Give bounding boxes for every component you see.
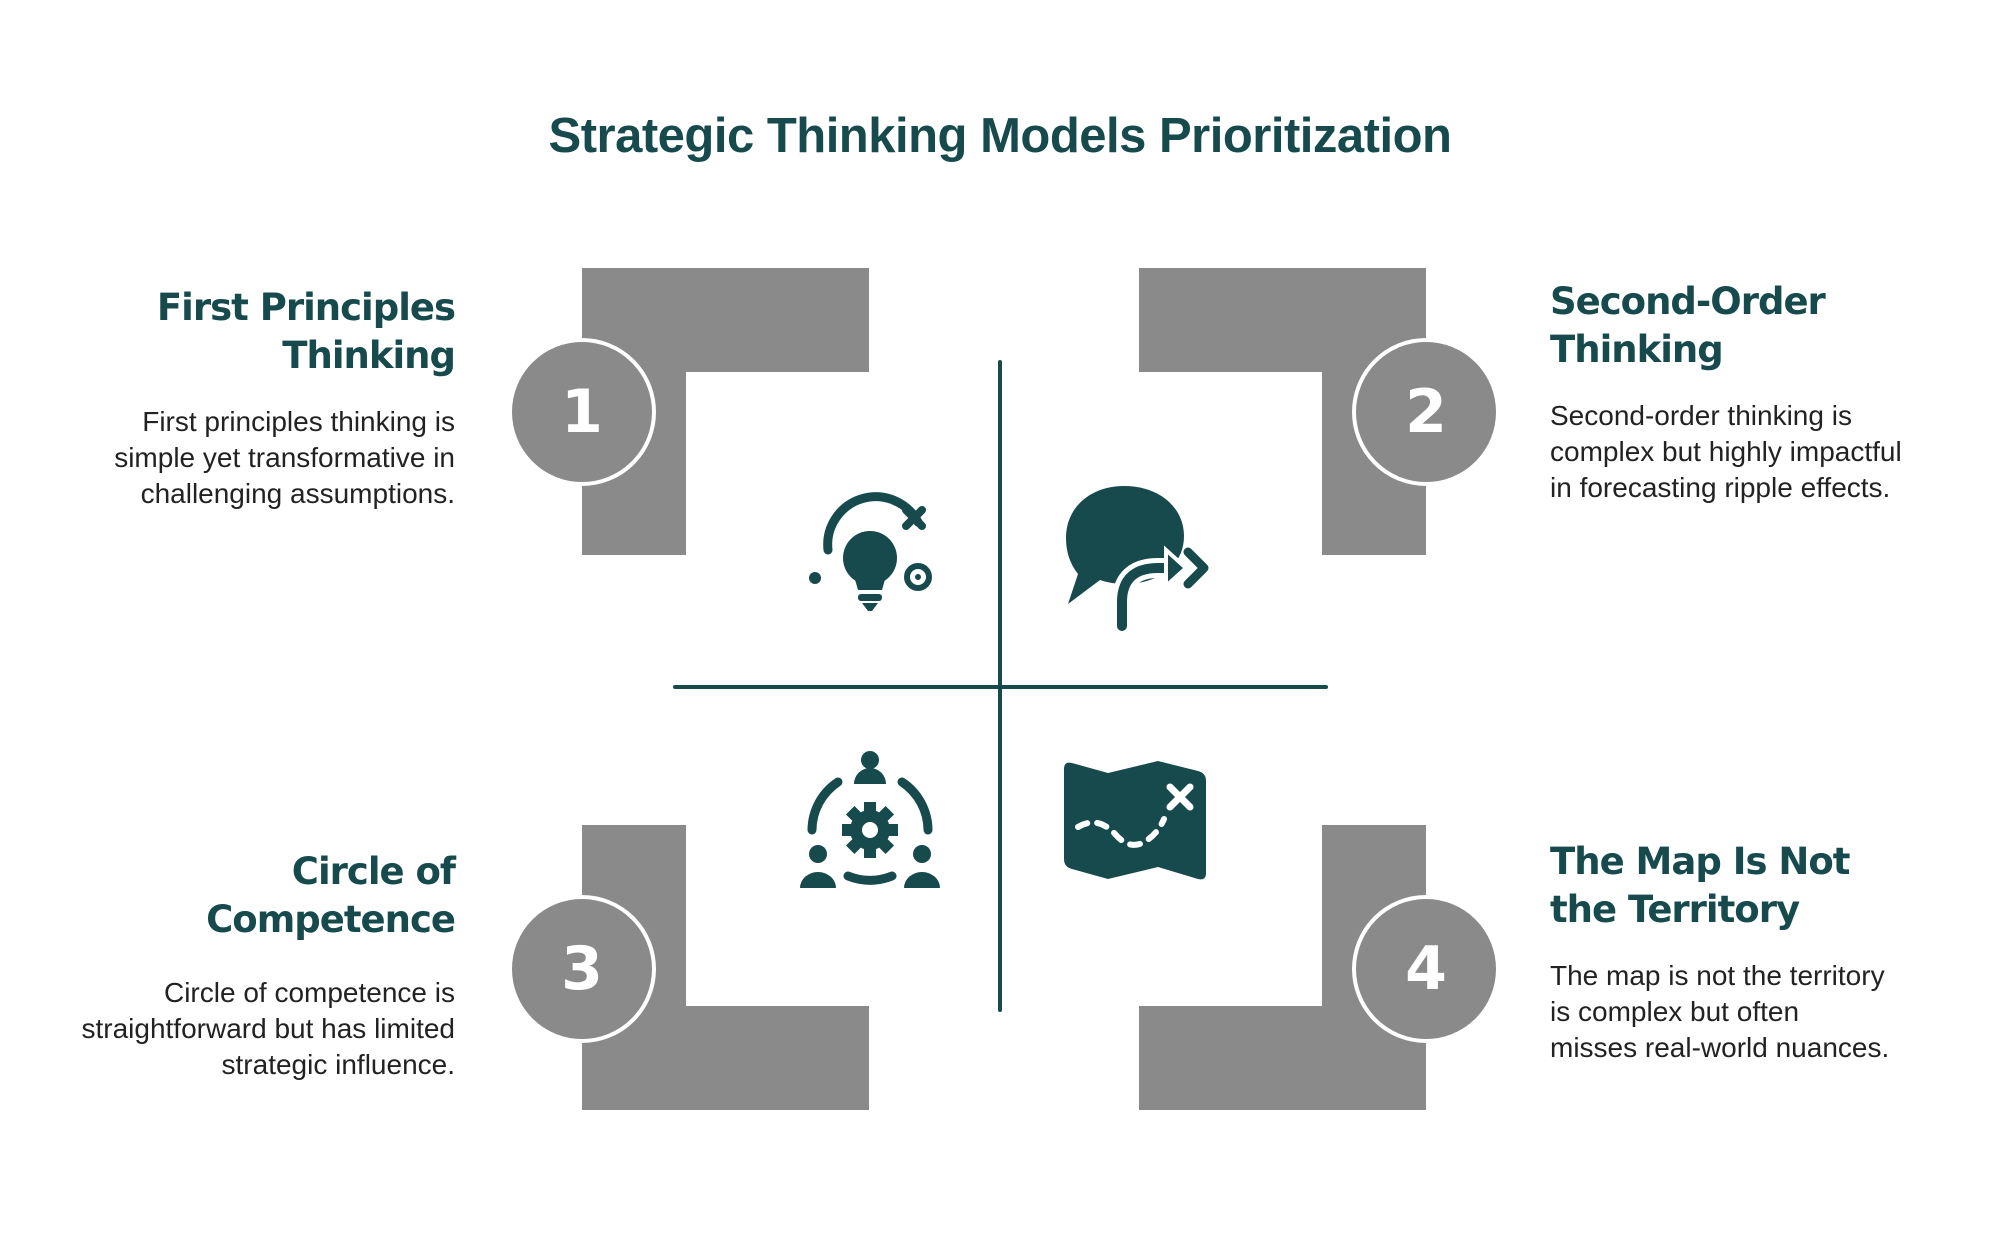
- number-badge-2: 2: [1352, 338, 1500, 486]
- page-title: Strategic Thinking Models Prioritization: [548, 109, 1452, 163]
- quadrant-1-description: First principles thinking is simple yet …: [114, 406, 455, 509]
- quadrant-4-heading: The Map Is Not the Territory: [1550, 840, 1850, 931]
- quadrant-1-heading: First Principles Thinking: [156, 286, 456, 377]
- quadrant-2-description: Second-order thinking is complex but hig…: [1550, 400, 1902, 503]
- number-badge-1: 1: [508, 338, 656, 486]
- quadrant-4-description: The map is not the territory is complex …: [1550, 960, 1890, 1063]
- horizontal-divider: [673, 685, 1328, 689]
- speech-bubble-forward-arrow-icon: [1066, 486, 1209, 633]
- quadrant-3-heading: Circle of Competence: [206, 850, 456, 941]
- bracket-bottom-left: [582, 825, 869, 1110]
- team-gear-circle-icon: [800, 751, 940, 888]
- lightbulb-orbit-icon: [809, 492, 932, 611]
- bracket-top-right: [1139, 268, 1426, 555]
- number-badge-3: 3: [508, 895, 656, 1043]
- number-badge-4: 4: [1352, 895, 1500, 1043]
- bracket-top-left: [582, 268, 869, 555]
- quadrant-3-description: Circle of competence is straightforward …: [81, 977, 455, 1080]
- treasure-map-icon: [1064, 761, 1206, 880]
- bracket-bottom-right: [1139, 825, 1426, 1110]
- quadrant-2-heading: Second-Order Thinking: [1550, 280, 1826, 371]
